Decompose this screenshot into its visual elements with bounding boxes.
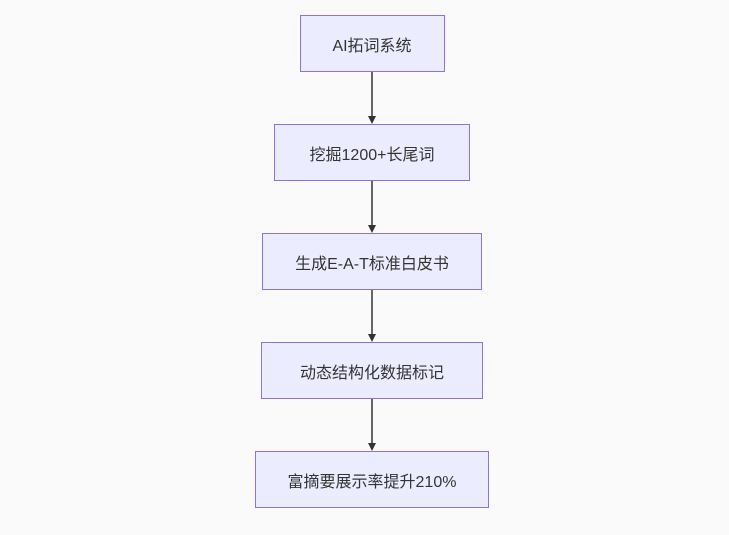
flowchart-node-longtail-mining: 挖掘1200+长尾词 — [274, 124, 470, 181]
flowchart-arrow-4 — [366, 399, 378, 451]
arrowhead-down-icon — [368, 225, 376, 233]
node-label: AI拓词系统 — [332, 37, 412, 55]
arrow-line — [371, 399, 373, 444]
arrow-line — [371, 72, 373, 117]
flowchart-node-eat-whitepaper: 生成E-A-T标准白皮书 — [262, 233, 482, 290]
flowchart-arrow-3 — [366, 290, 378, 342]
arrowhead-down-icon — [368, 443, 376, 451]
flowchart-node-structured-data-markup: 动态结构化数据标记 — [261, 342, 483, 399]
flowchart: AI拓词系统 挖掘1200+长尾词 生成E-A-T标准白皮书 动态结构化数据标记… — [255, 15, 489, 508]
flowchart-arrow-2 — [366, 181, 378, 233]
arrowhead-down-icon — [368, 116, 376, 124]
flowchart-node-rich-snippet-result: 富摘要展示率提升210% — [255, 451, 489, 508]
arrowhead-down-icon — [368, 334, 376, 342]
node-label: 挖掘1200+长尾词 — [309, 146, 435, 164]
arrow-line — [371, 181, 373, 226]
arrow-line — [371, 290, 373, 335]
flowchart-node-ai-keyword-system: AI拓词系统 — [299, 15, 445, 72]
node-label: 动态结构化数据标记 — [299, 364, 444, 382]
node-label: 生成E-A-T标准白皮书 — [295, 255, 449, 273]
flowchart-arrow-1 — [366, 72, 378, 124]
node-label: 富摘要展示率提升210% — [287, 473, 457, 491]
